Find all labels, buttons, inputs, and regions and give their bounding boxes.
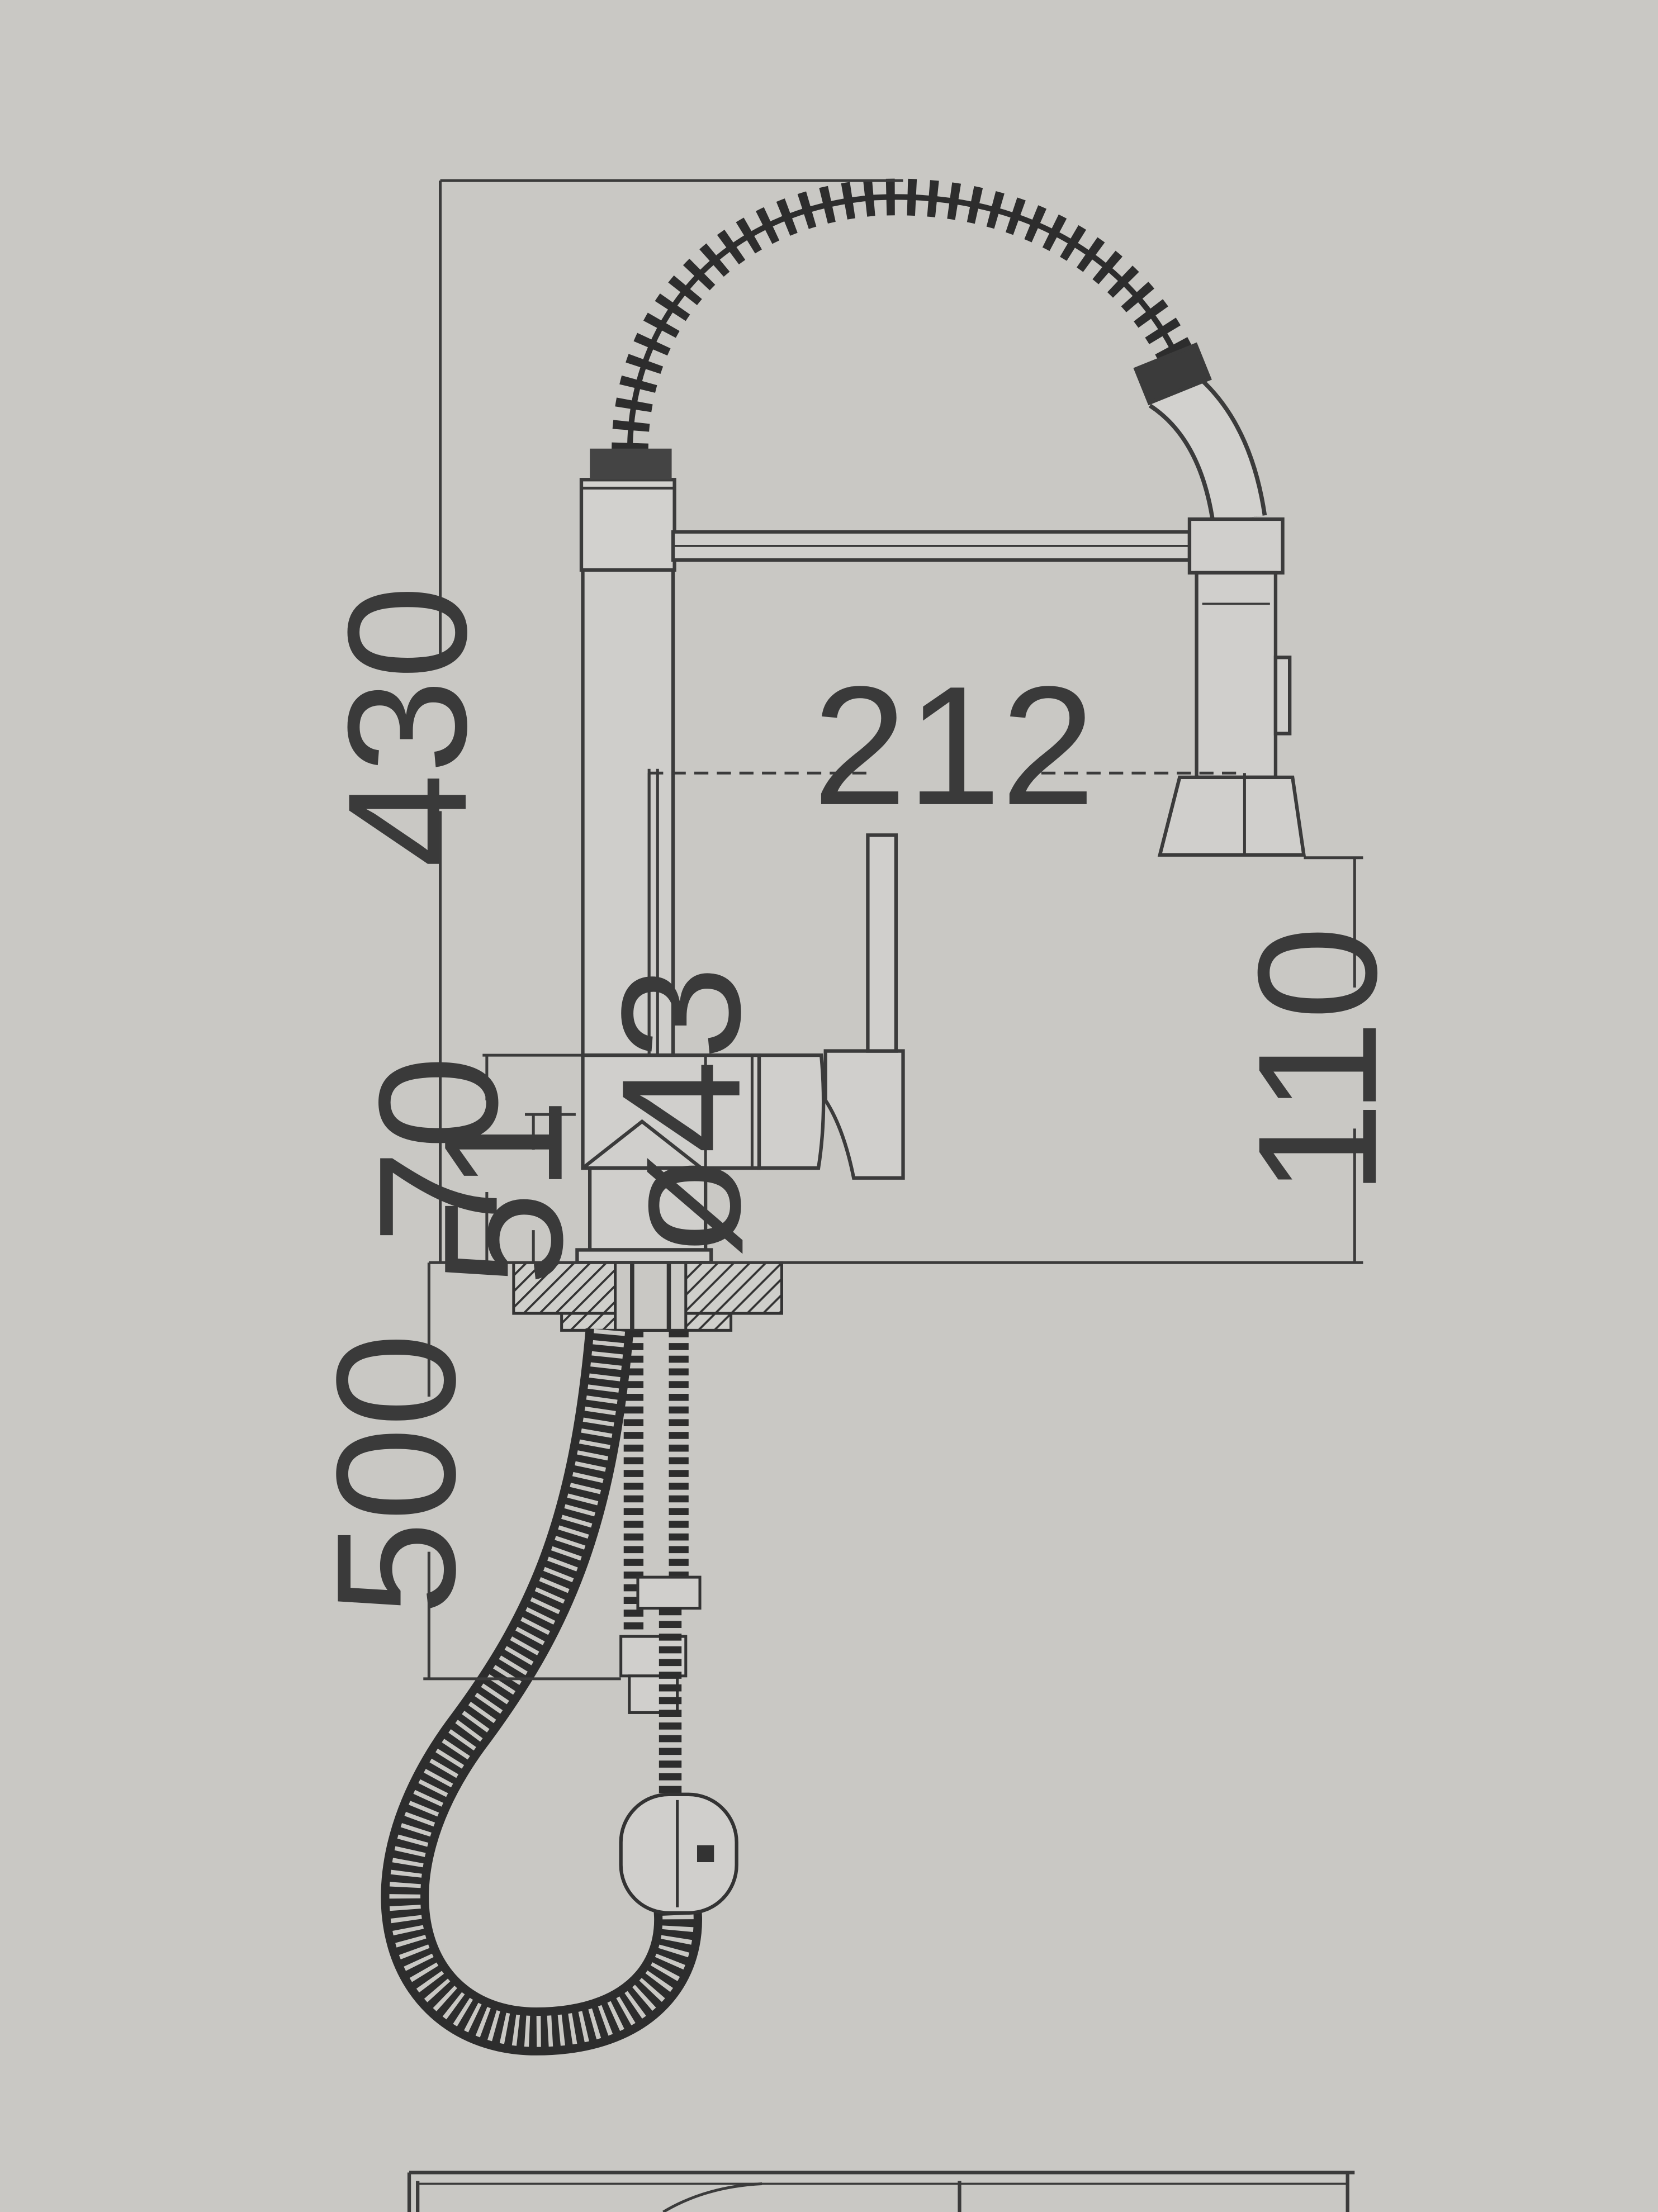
dim-body-diameter: ø43 [587, 966, 776, 1257]
spring-coil [590, 178, 1195, 480]
countertop-section [512, 1261, 783, 1332]
dimension-labels: 430 212 110 70 51 ø43 500 [302, 585, 1412, 1615]
dim-spout-clearance: 110 [1223, 926, 1412, 1196]
next-drawing-partial [407, 2171, 1355, 2212]
pull-out-hose [381, 1328, 738, 2056]
dim-lever-height: 51 [409, 1098, 598, 1287]
dim-body-height: 70 [344, 1056, 533, 1244]
dimension-lines [423, 179, 1363, 1681]
coil-base-ring [590, 448, 672, 480]
supply-hoses [619, 1330, 702, 1820]
dim-total-height: 430 [313, 585, 502, 867]
dim-hose-length: 500 [302, 1333, 491, 1615]
dim-spout-reach: 212 [813, 652, 1095, 841]
spray-head [1133, 342, 1306, 857]
